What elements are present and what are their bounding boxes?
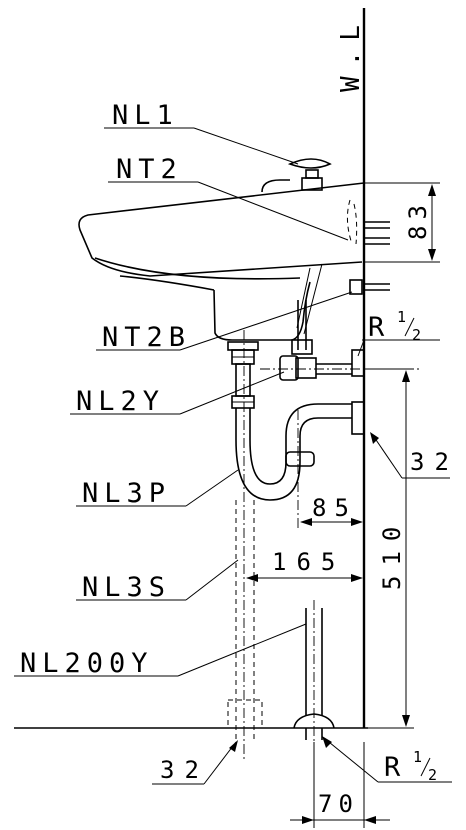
label-nl2y: NL2Y	[76, 386, 165, 417]
sink-rim-inner	[94, 257, 301, 280]
dim-83: 83	[364, 182, 440, 263]
hanger-hidden	[346, 199, 353, 245]
dim-32-floor: 32	[152, 740, 238, 785]
dim-32-trap: 32	[370, 432, 459, 479]
label-nl200y: NL200Y	[20, 648, 154, 679]
dim-165-arrow-l	[246, 574, 258, 582]
dim-70-arrow-r	[364, 816, 376, 824]
dim-83-value: 83	[404, 199, 432, 240]
thread-lower-num: 1	[413, 748, 422, 766]
sink-basin-left	[119, 275, 215, 291]
faucet-valve	[287, 158, 332, 191]
trap-outer	[235, 408, 352, 501]
thread-upper-letter: R	[368, 312, 390, 343]
dim-32-floor-value: 32	[160, 756, 209, 784]
dim-70: 70	[290, 742, 390, 828]
dim-70-arrow-l	[302, 816, 314, 824]
sink-rim	[78, 182, 365, 277]
dim-32-trap-leader	[371, 433, 403, 479]
trap-inner	[249, 403, 352, 485]
leader-nl3s	[185, 559, 239, 601]
thread-lower-slash	[420, 757, 431, 777]
leader-nl200y	[177, 623, 307, 677]
dim-165-value: 165	[272, 548, 345, 576]
angle-valve-handle	[279, 355, 299, 381]
p-trap	[235, 401, 365, 530]
wall-and-floor	[14, 8, 368, 729]
overflow-line	[296, 267, 311, 329]
leader-nl1	[193, 127, 299, 165]
dim-510-arrow-bot	[402, 715, 410, 727]
angle-valve-body	[295, 357, 317, 379]
faucet-spout-base	[261, 179, 290, 193]
faucet-stem	[305, 169, 319, 179]
dim-510-value: 510	[378, 517, 406, 590]
label-nl1: NL1	[112, 100, 179, 131]
drain-fitting	[227, 341, 259, 409]
floor-flange-hidden	[227, 699, 263, 729]
dim-85-value: 85	[312, 494, 357, 522]
faucet-body	[301, 177, 323, 191]
label-nl3p: NL3P	[82, 478, 171, 509]
thread-lower: R 1 2	[322, 736, 452, 784]
dim-83-arrow-bot	[428, 249, 436, 261]
thread-upper-slash	[404, 317, 415, 337]
wall-flange	[351, 349, 365, 377]
dim-83-arrow-top	[428, 184, 436, 196]
dim-85-arrow-l	[300, 518, 312, 526]
leader-nt2b	[179, 291, 353, 351]
thread-lower-arrow	[322, 736, 332, 748]
label-nl3s: NL3S	[82, 572, 171, 603]
thread-lower-den: 2	[428, 766, 437, 784]
hidden-drain	[227, 330, 263, 760]
labels: NL1 NT2 NT2B NL2Y NL3P NL3S NL200Y	[14, 100, 353, 679]
thread-upper: R 1 2	[357, 308, 440, 357]
trap-flange	[351, 401, 365, 435]
thread-lower-leader	[323, 737, 379, 783]
sink-bowl	[78, 179, 365, 341]
dim-32-floor-arrow	[229, 740, 238, 752]
dim-165-arrow-r	[351, 574, 363, 582]
faucet-handle	[287, 158, 332, 169]
drain-tail	[235, 363, 251, 397]
dim-510-arrow-top	[402, 370, 410, 382]
wall-label: W.L	[336, 15, 366, 92]
thread-upper-den: 2	[412, 326, 421, 344]
dim-510: 510	[364, 368, 414, 729]
drain-nut	[227, 341, 259, 351]
hanger-hidden-2	[353, 203, 358, 245]
thread-lower-letter: R	[384, 752, 406, 783]
overflow-line-2	[303, 263, 323, 335]
wall-bolts	[346, 199, 390, 295]
leader-nl3p	[185, 469, 239, 507]
dim-70-value: 70	[318, 790, 359, 818]
supply-pipe	[260, 300, 420, 381]
dim-165: 165	[246, 548, 363, 582]
dim-85-arrow-r	[351, 518, 363, 526]
thread-upper-num: 1	[397, 308, 406, 326]
dim-32-trap-value: 32	[410, 448, 459, 476]
leader-nt2	[197, 181, 349, 241]
bracket	[349, 279, 363, 295]
leader-nl2y	[179, 371, 285, 415]
floor-supply	[293, 600, 335, 810]
supply-nut	[291, 339, 313, 355]
dim-32-trap-arrow	[370, 432, 379, 444]
label-nt2b: NT2B	[102, 322, 191, 353]
dim-85: 85	[300, 494, 363, 526]
thread-upper-leader	[357, 339, 365, 357]
trap-nut	[285, 451, 315, 467]
label-nt2: NT2	[116, 154, 183, 185]
